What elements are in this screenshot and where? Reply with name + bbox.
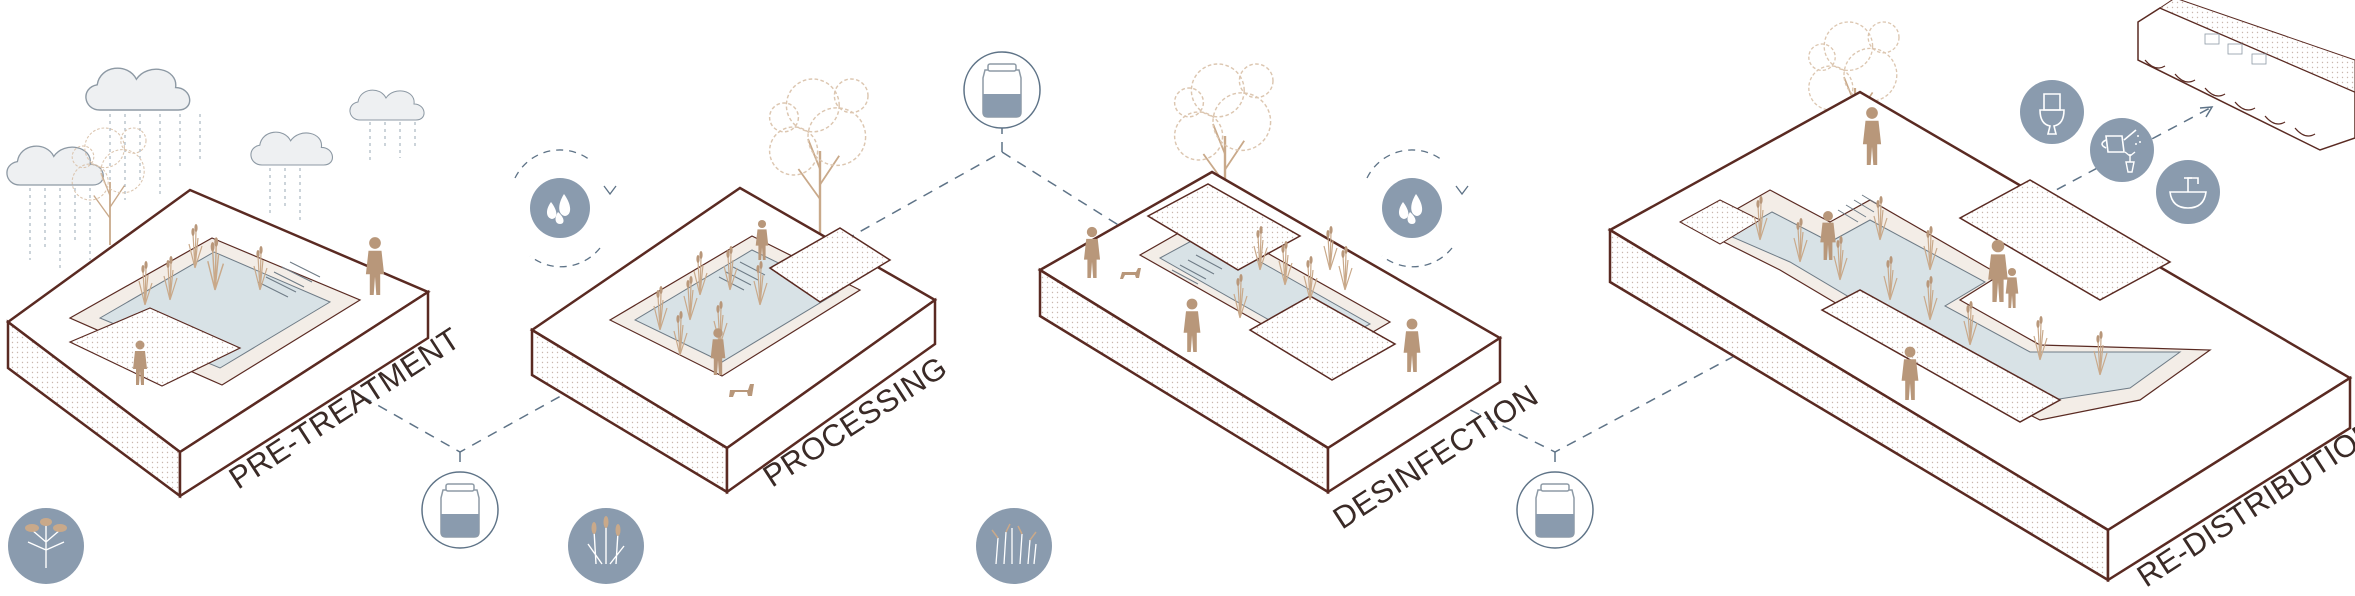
stage-pre-treatment: PRE-TREATMENT xyxy=(7,68,466,496)
plant-icon xyxy=(8,508,84,584)
tree-icon xyxy=(770,79,868,235)
water-tank-icon xyxy=(422,472,498,548)
stage-desinfection: DESINFECTION xyxy=(1040,64,1544,536)
water-tank-icon xyxy=(1517,472,1593,548)
plant-icon xyxy=(568,508,644,584)
toilet-icon xyxy=(2020,80,2084,144)
watering-can-icon xyxy=(2090,118,2154,182)
tree-icon xyxy=(72,128,146,245)
water-drops-icon xyxy=(515,150,616,267)
water-tank-icon xyxy=(964,52,1040,128)
water-drops-icon xyxy=(1367,150,1468,267)
stage-re-distribution: RE-DISTRIBUTION xyxy=(1610,0,2355,594)
stage-processing: PROCESSING xyxy=(532,79,953,494)
plant-icon xyxy=(976,508,1052,584)
sink-icon xyxy=(2156,160,2220,224)
building-icon xyxy=(2138,0,2355,150)
